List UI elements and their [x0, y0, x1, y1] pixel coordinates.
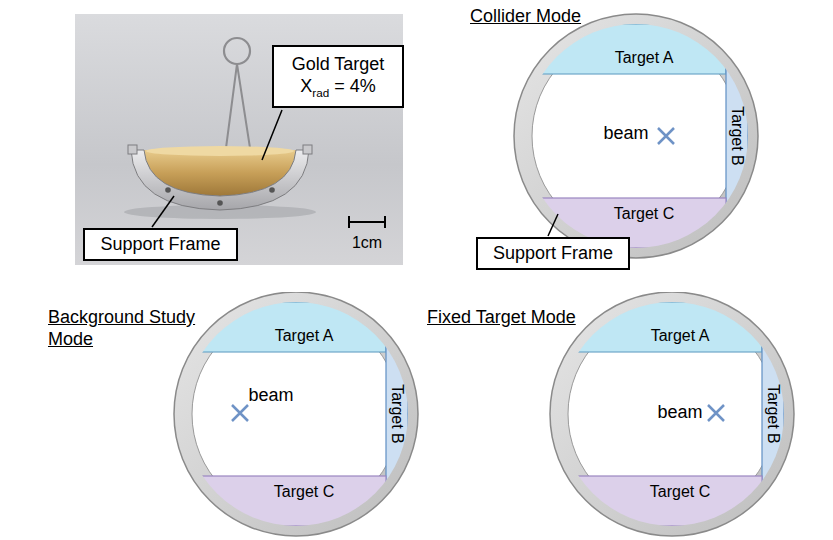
- callout-text: Gold Target: [292, 53, 385, 76]
- band-shape: [578, 302, 762, 352]
- leader-line: [548, 214, 558, 236]
- target-band: Target C: [202, 476, 386, 526]
- target-label: Target C: [650, 483, 710, 501]
- photo-background: [75, 14, 403, 265]
- beam-mark: [232, 405, 248, 421]
- scale-bar: [348, 216, 350, 228]
- ring-outer: [550, 292, 794, 536]
- leader-line: [152, 196, 174, 227]
- ring-outer: [174, 292, 418, 536]
- mode-panel: Background Study Mode Target A Target B Tar…: [44, 292, 424, 540]
- target-label: Target C: [614, 205, 674, 223]
- support-frame: [131, 150, 309, 210]
- ring-outer: [514, 14, 758, 258]
- frame-screw: [269, 187, 275, 193]
- target-band: Target C: [578, 476, 762, 526]
- beam-mark: [708, 405, 724, 421]
- band-fill: [184, 302, 386, 352]
- target-band: Target B: [386, 346, 408, 482]
- target-label: Target B: [728, 106, 746, 166]
- target-label: Target B: [764, 384, 782, 444]
- band-shape: [542, 24, 726, 74]
- hanger-ring: [224, 38, 250, 64]
- scale-label: 1cm: [352, 234, 382, 252]
- band-fill: [184, 476, 386, 526]
- mode-heading: Fixed Target Mode: [427, 307, 576, 329]
- target-label: Target A: [275, 327, 334, 345]
- band-fill: [762, 302, 784, 526]
- target-band: Target B: [762, 346, 784, 482]
- beam-label: beam: [657, 402, 702, 423]
- beam-label: beam: [603, 123, 648, 144]
- target-band: Target A: [542, 24, 726, 74]
- band-fill: [560, 476, 762, 526]
- target-label: Target C: [274, 483, 334, 501]
- gold-target: [144, 150, 296, 196]
- band-shape: [202, 302, 386, 352]
- frame-tab: [303, 145, 312, 154]
- scale-bar: [384, 216, 386, 228]
- callout-box: Support Frame: [476, 237, 630, 270]
- callout-text: Xrad = 4%: [300, 75, 375, 100]
- mode-heading: Background Study Mode: [48, 307, 216, 351]
- target-band: Target B: [726, 68, 748, 204]
- band-fill: [560, 302, 762, 352]
- callout-text: Support Frame: [493, 242, 613, 265]
- frame-screw: [217, 200, 223, 206]
- callout-box: Support Frame: [83, 228, 238, 261]
- mode-panel: Fixed Target ModeTarget A Target B Target …: [425, 292, 797, 540]
- band-fill: [386, 302, 408, 526]
- frame-screw: [165, 187, 171, 193]
- target-label: Target A: [615, 49, 674, 67]
- beam-mark: [658, 128, 674, 144]
- band-fill: [524, 24, 726, 74]
- band-fill: [726, 24, 748, 248]
- callout-text: Support Frame: [100, 233, 220, 256]
- beam-label: beam: [248, 385, 293, 406]
- mode-heading: Collider Mode: [470, 6, 581, 28]
- frame-tab: [128, 145, 137, 154]
- callout-box: Gold TargetXrad = 4%: [272, 45, 404, 108]
- target-band: Target A: [202, 302, 386, 352]
- gold-surface: [146, 146, 294, 156]
- scale-bar: [349, 221, 385, 223]
- target-label: Target B: [388, 384, 406, 444]
- leader-line: [262, 110, 282, 160]
- hanger-wire: [226, 64, 250, 148]
- target-band: Target A: [578, 302, 762, 352]
- target-label: Target A: [651, 327, 710, 345]
